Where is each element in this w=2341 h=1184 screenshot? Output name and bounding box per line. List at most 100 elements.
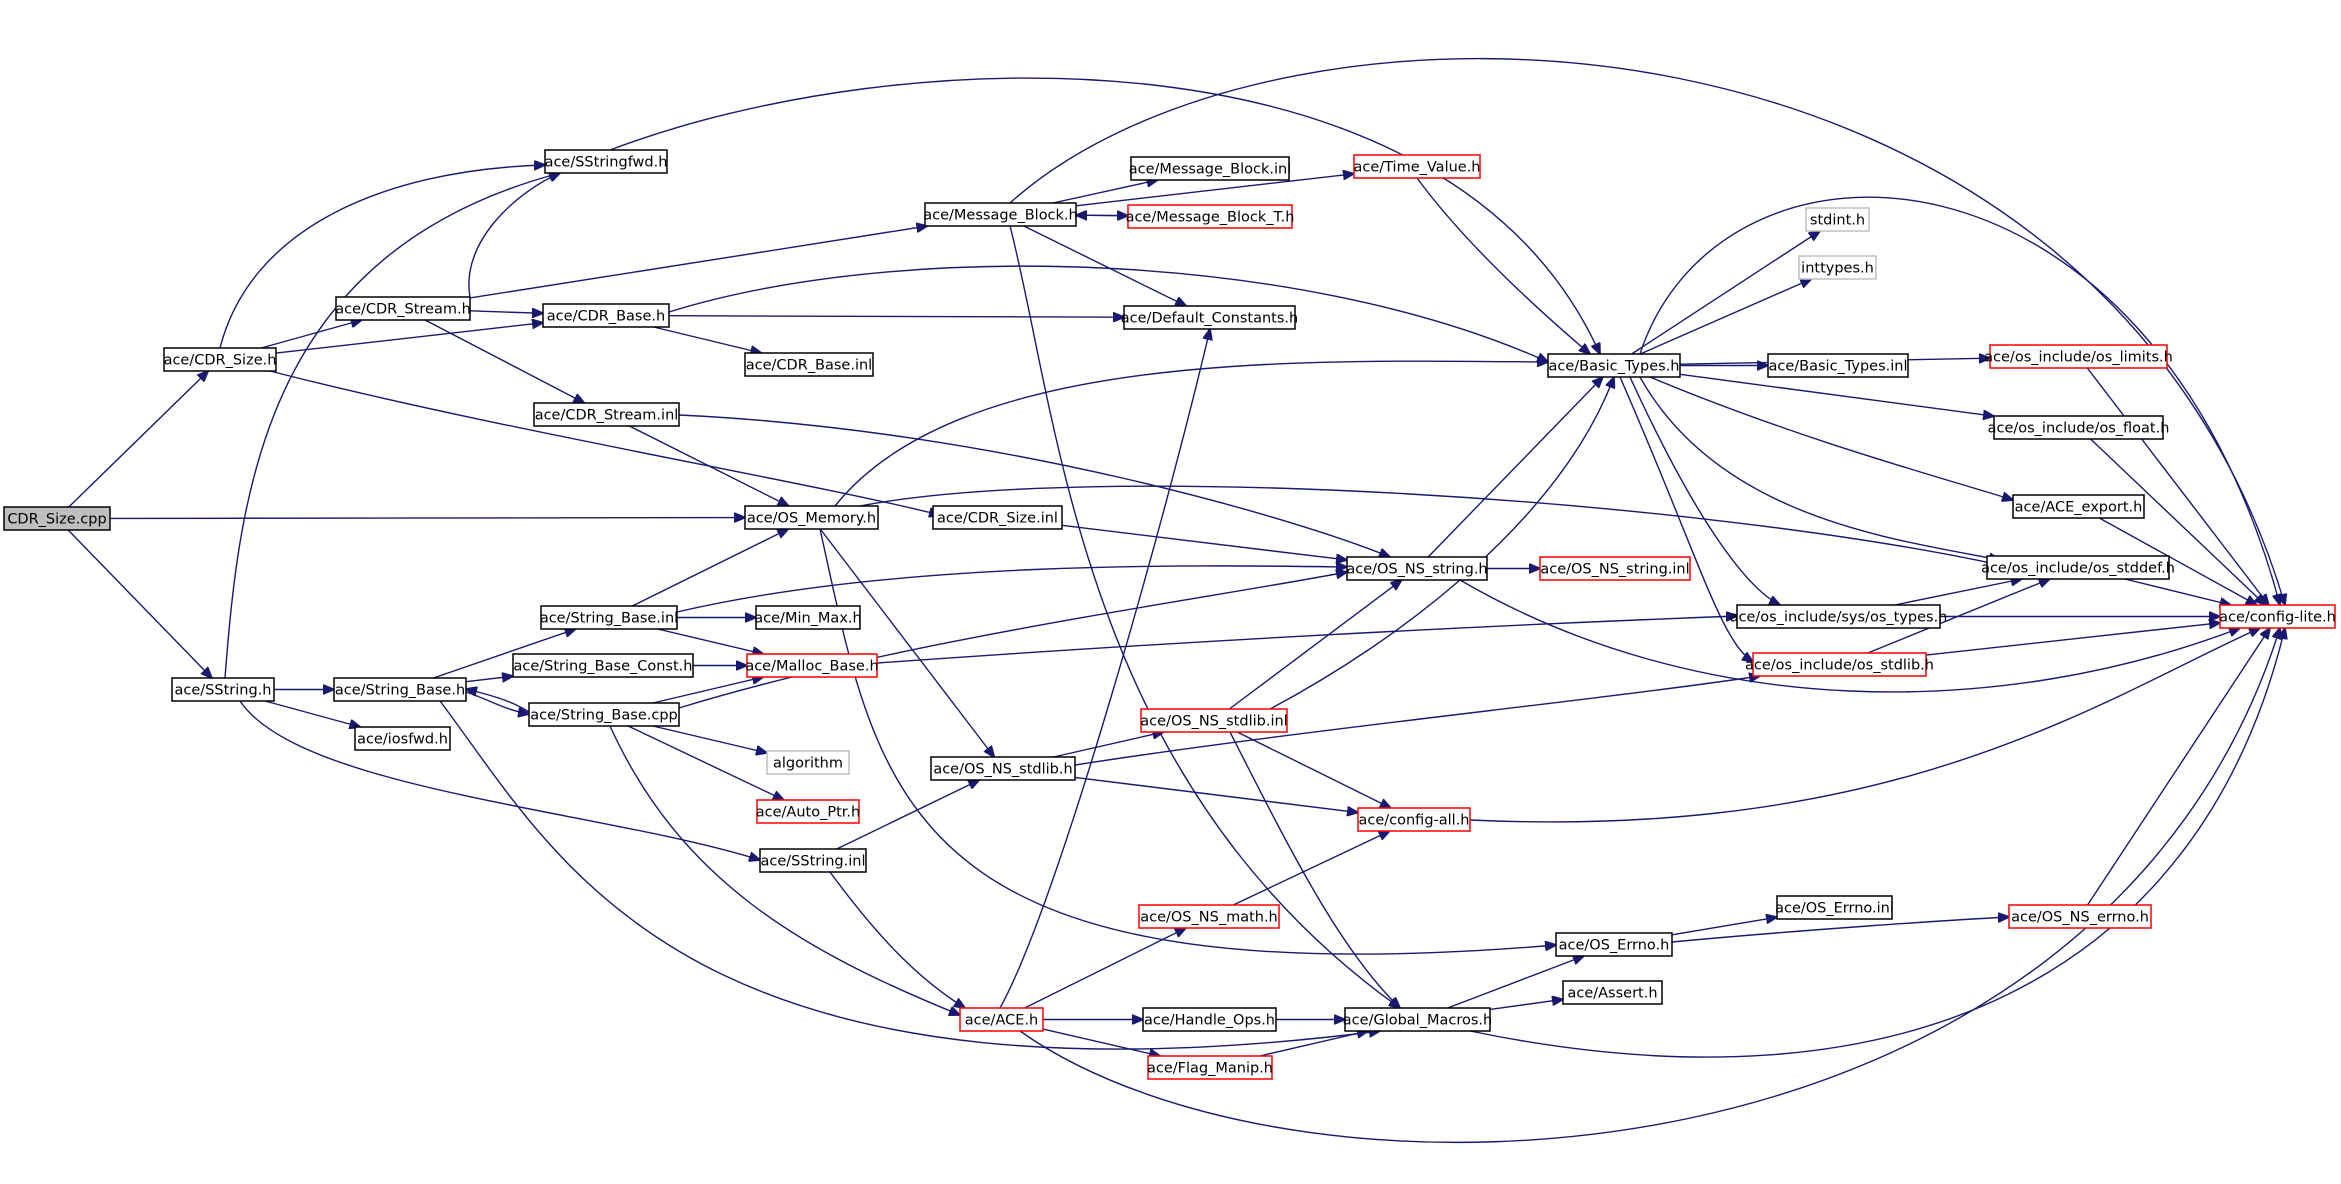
node-stringbaseconst_h[interactable]: ace/String_Base_Const.h [512, 653, 694, 678]
node-osnsmath_h[interactable]: ace/OS_NS_math.h [1138, 904, 1280, 929]
node-label-sstring_h: ace/SString.h [175, 683, 272, 699]
edge-stringbase_h-to-stringbaseconst_h [465, 676, 513, 682]
edge-root-to-sstring_h [67, 529, 212, 678]
node-label-ace_h: ace/ACE.h [965, 1013, 1038, 1029]
node-autoptr_h[interactable]: ace/Auto_Ptr.h [756, 799, 860, 824]
node-root[interactable]: CDR_Size.cpp [3, 506, 111, 531]
node-osstddef_h[interactable]: ace/os_include/os_stddef.h [1981, 555, 2175, 580]
edge-stringbase_inl-to-osnsstring_h [676, 566, 1347, 613]
node-stringbase_cpp[interactable]: ace/String_Base.cpp [528, 702, 680, 727]
node-label-cdrsize_h: ace/CDR_Size.h [164, 353, 277, 369]
node-cdrbase_inl[interactable]: ace/CDR_Base.inl [744, 352, 874, 377]
node-label-minmax_h: ace/Min_Max.h [754, 611, 861, 627]
edge-osmemory_h-to-oserrno_h [819, 528, 1556, 955]
edge-stringbase_inl-to-osmemory_h [631, 529, 788, 607]
node-box-sstring_inl [759, 848, 867, 873]
edge-osstdlib_h-to-configlite_h [1925, 623, 2220, 656]
edge-cdrstream_h-to-msgblock_h [469, 226, 927, 299]
node-label-timevalue_h: ace/Time_Value.h [1353, 160, 1480, 176]
node-label-mallocbase_h: ace/Malloc_Base.h [745, 659, 878, 675]
node-box-basictypes_inl [1767, 353, 1909, 378]
node-basictypes_inl[interactable]: ace/Basic_Types.inl [1767, 353, 1909, 378]
edge-oslimits_h-to-configlite_h [2086, 367, 2268, 605]
edge-cdrbase_h-to-defconst_h [668, 316, 1124, 318]
node-handleops_h[interactable]: ace/Handle_Ops.h [1142, 1007, 1277, 1032]
edge-osfloat_h-to-configlite_h [2090, 438, 2266, 605]
node-box-assert_h [1562, 980, 1663, 1005]
edge-cdrstream_h-to-cdrbase_h [469, 311, 543, 314]
node-iosfwd_h[interactable]: ace/iosfwd.h [354, 726, 451, 751]
node-assert_h[interactable]: ace/Assert.h [1562, 980, 1663, 1005]
node-msgblockt_h[interactable]: ace/Message_Block_T.h [1126, 204, 1295, 229]
node-aceexport_h[interactable]: ace/ACE_export.h [2012, 494, 2145, 519]
edge-stringbase_cpp-to-autoptr_h [627, 725, 784, 800]
node-configall_h[interactable]: ace/config-all.h [1357, 807, 1471, 832]
node-label-cdrsize_inl: ace/CDR_Size.inl [937, 511, 1058, 527]
node-minmax_h[interactable]: ace/Min_Max.h [754, 605, 862, 630]
node-cdrsize_h[interactable]: ace/CDR_Size.h [163, 347, 277, 372]
edge-ace_h-to-flagmanip_h [1042, 1028, 1160, 1056]
node-label-aceexport_h: ace/ACE_export.h [2015, 500, 2143, 516]
node-stringbase_inl[interactable]: ace/String_Base.inl [540, 605, 678, 630]
node-box-oslimits_h [1989, 344, 2168, 369]
node-sstring_inl[interactable]: ace/SString.inl [759, 848, 867, 873]
node-algorithm[interactable]: algorithm [766, 750, 850, 775]
node-osstdlib_h[interactable]: ace/os_include/os_stdlib.h [1745, 652, 1934, 677]
node-oserrno_h[interactable]: ace/OS_Errno.h [1555, 932, 1673, 957]
node-basictypes_h[interactable]: ace/Basic_Types.h [1547, 353, 1681, 378]
node-stringbase_h[interactable]: ace/String_Base.h [333, 677, 467, 702]
node-osmemory_h[interactable]: ace/OS_Memory.h [744, 505, 879, 530]
node-cdrsize_inl[interactable]: ace/CDR_Size.inl [932, 505, 1063, 530]
node-label-osstddef_h: ace/os_include/os_stddef.h [1981, 561, 2175, 577]
node-label-ostypes_h: ace/os_include/sys/os_types.h [1730, 610, 1948, 626]
node-label-autoptr_h: ace/Auto_Ptr.h [756, 805, 860, 821]
node-label-osnsstring_inl: ace/OS_NS_string.inl [1540, 562, 1689, 578]
node-oslimits_h[interactable]: ace/os_include/os_limits.h [1984, 344, 2173, 369]
node-osnsstring_h[interactable]: ace/OS_NS_string.h [1346, 556, 1488, 581]
node-label-sstring_inl: ace/SString.inl [761, 854, 866, 870]
node-stdint_h[interactable]: stdint.h [1805, 207, 1870, 232]
node-label-stdint_h: stdint.h [1810, 213, 1865, 229]
node-inttypes_h[interactable]: inttypes.h [1798, 255, 1877, 280]
node-configlite_h[interactable]: ace/config-lite.h [2219, 604, 2336, 629]
node-mallocbase_h[interactable]: ace/Malloc_Base.h [745, 653, 879, 678]
node-globalmacros_h[interactable]: ace/Global_Macros.h [1343, 1007, 1492, 1032]
node-box-algorithm [766, 750, 850, 775]
node-msgblock_inl[interactable]: ace/Message_Block.inl [1129, 156, 1292, 181]
node-oserrno_inl[interactable]: ace/OS_Errno.inl [1775, 895, 1894, 920]
node-timevalue_h[interactable]: ace/Time_Value.h [1353, 154, 1481, 179]
node-osnsstdlib_h[interactable]: ace/OS_NS_stdlib.h [930, 756, 1076, 781]
node-box-osnsstring_h [1346, 556, 1488, 581]
node-label-osnsstdlib_inl: ace/OS_NS_stdlib.inl [1140, 714, 1287, 730]
edge-msgblock_h-to-globalmacros_h [1009, 225, 1400, 1008]
node-label-osnsstring_h: ace/OS_NS_string.h [1346, 562, 1487, 578]
edge-basictypes_h-to-osfloat_h [1679, 373, 1994, 416]
node-osnserrno_h[interactable]: ace/OS_NS_errno.h [2008, 904, 2152, 929]
node-osnsstdlib_inl[interactable]: ace/OS_NS_stdlib.inl [1140, 708, 1288, 733]
node-osfloat_h[interactable]: ace/os_include/os_float.h [1988, 415, 2170, 440]
node-box-cdrsize_h [163, 347, 277, 372]
node-sstringfwd_h[interactable]: ace/SStringfwd.h [544, 149, 668, 174]
edge-stringbase_cpp-to-mallocbase_h [652, 677, 763, 704]
node-flagmanip_h[interactable]: ace/Flag_Manip.h [1147, 1055, 1273, 1080]
node-cdrstream_inl[interactable]: ace/CDR_Stream.inl [533, 402, 680, 427]
node-box-cdrstream_h [335, 296, 471, 321]
node-osnsstring_inl[interactable]: ace/OS_NS_string.inl [1539, 556, 1691, 581]
node-box-osnsmath_h [1138, 904, 1280, 929]
node-label-configall_h: ace/config-all.h [1358, 813, 1469, 829]
node-box-basictypes_h [1547, 353, 1681, 378]
node-defconst_h[interactable]: ace/Default_Constants.h [1121, 305, 1298, 330]
node-sstring_h[interactable]: ace/SString.h [171, 677, 275, 702]
node-msgblock_h[interactable]: ace/Message_Block.h [923, 202, 1078, 227]
node-box-osfloat_h [1993, 415, 2164, 440]
node-cdrstream_h[interactable]: ace/CDR_Stream.h [335, 296, 471, 321]
node-box-osnserrno_h [2008, 904, 2152, 929]
edge-oserrno_h-to-osnserrno_h [1671, 917, 2009, 943]
edge-cdrsize_h-to-cdrstream_h [261, 320, 361, 349]
node-box-osnsstdlib_inl [1140, 708, 1288, 733]
node-ostypes_h[interactable]: ace/os_include/sys/os_types.h [1730, 604, 1948, 629]
node-box-stringbaseconst_h [512, 653, 694, 678]
node-ace_h[interactable]: ace/ACE.h [959, 1007, 1044, 1032]
edges-layer [67, 57, 2285, 1144]
node-cdrbase_h[interactable]: ace/CDR_Base.h [542, 303, 670, 328]
